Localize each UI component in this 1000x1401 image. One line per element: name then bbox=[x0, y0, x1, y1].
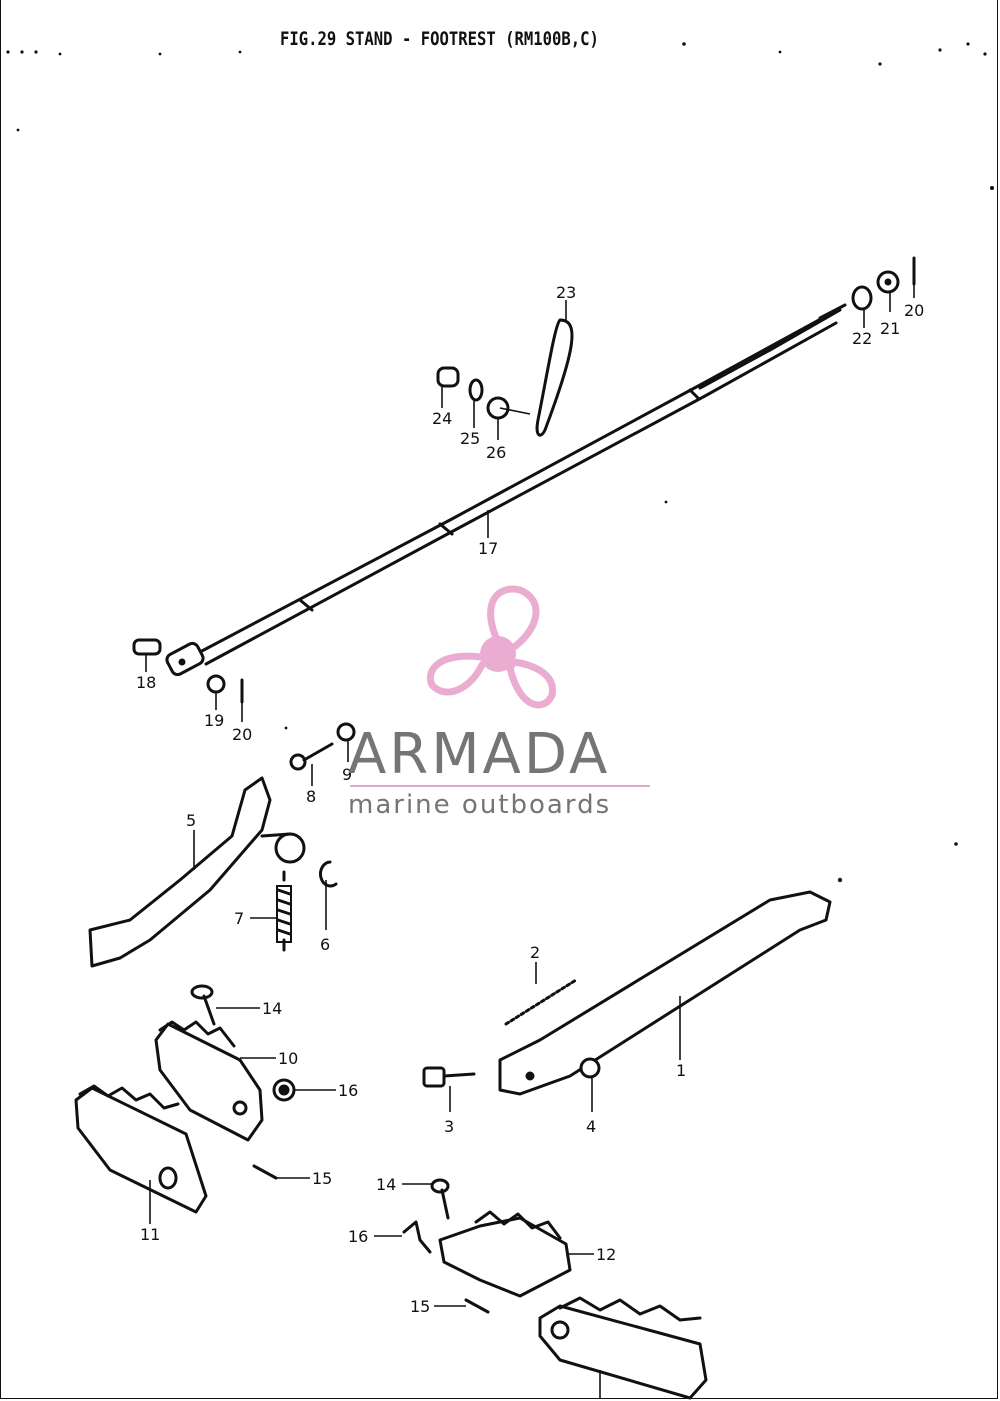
callout-22: 22 bbox=[852, 329, 872, 348]
part-5-brake-pedal bbox=[88, 776, 306, 968]
callout-10: 10 bbox=[278, 1049, 298, 1068]
part-8-bolt bbox=[289, 742, 334, 771]
callout-20-upper: 20 bbox=[904, 301, 924, 320]
part-26-nut bbox=[486, 396, 510, 420]
callout-labels: 23 24 25 26 17 22 21 20 18 19 20 8 9 5 7… bbox=[136, 283, 924, 1316]
part-11-footrest bbox=[74, 1084, 208, 1214]
callout-5: 5 bbox=[186, 811, 196, 830]
callout-19: 19 bbox=[204, 711, 224, 730]
callout-3: 3 bbox=[444, 1117, 454, 1136]
leader-lines bbox=[145, 284, 915, 1398]
part-4-nut bbox=[579, 1057, 601, 1079]
callout-1: 1 bbox=[676, 1061, 686, 1080]
callout-12: 12 bbox=[596, 1245, 616, 1264]
part-7-spring bbox=[276, 870, 292, 952]
part-21-nut bbox=[876, 270, 900, 294]
part-23-clamp bbox=[535, 318, 574, 437]
part-17-cable bbox=[198, 303, 847, 666]
callout-23: 23 bbox=[556, 283, 576, 302]
part-15-cotter-left bbox=[252, 1164, 278, 1180]
callout-16-right: 16 bbox=[348, 1227, 368, 1246]
part-3-bolt bbox=[422, 1066, 476, 1088]
callout-11: 11 bbox=[140, 1225, 160, 1244]
watermark-brand: ARMADA bbox=[348, 722, 611, 787]
callout-6: 6 bbox=[320, 935, 330, 954]
part-16-spring-left bbox=[272, 1078, 296, 1102]
callout-14-left: 14 bbox=[262, 999, 282, 1018]
callout-14-right: 14 bbox=[376, 1175, 396, 1194]
part-22-washer bbox=[851, 285, 873, 311]
part-24-bolt bbox=[436, 366, 460, 388]
callout-2: 2 bbox=[530, 943, 540, 962]
callout-24: 24 bbox=[432, 409, 452, 428]
callout-15-left: 15 bbox=[312, 1169, 332, 1188]
part-13-footrest bbox=[538, 1296, 708, 1400]
callout-21: 21 bbox=[880, 319, 900, 338]
callout-18: 18 bbox=[136, 673, 156, 692]
part-14-pin-right bbox=[430, 1178, 450, 1220]
callout-25: 25 bbox=[460, 429, 480, 448]
figure-title: FIG.29 STAND - FOOTREST (RM100B,C) bbox=[280, 28, 599, 50]
callout-7: 7 bbox=[234, 909, 244, 928]
part-18-pin bbox=[132, 638, 162, 656]
part-10-footrest-bracket bbox=[154, 1020, 264, 1142]
watermark-tagline: marine outboards bbox=[348, 790, 612, 820]
callout-16-left: 16 bbox=[338, 1081, 358, 1100]
part-9-nut bbox=[336, 722, 356, 742]
callout-20-lower: 20 bbox=[232, 725, 252, 744]
part-17-clevis bbox=[165, 641, 205, 677]
part-16-spring-right bbox=[402, 1220, 432, 1254]
part-12-footrest-bracket bbox=[438, 1210, 572, 1298]
callout-17: 17 bbox=[478, 539, 498, 558]
callout-15-right: 15 bbox=[410, 1297, 430, 1316]
part-19-washer bbox=[206, 674, 226, 694]
callout-9: 9 bbox=[342, 765, 352, 784]
scan-specks bbox=[6, 42, 994, 883]
part-14-pin-left bbox=[190, 984, 216, 1026]
callout-26: 26 bbox=[486, 443, 506, 462]
watermark-underline bbox=[350, 785, 650, 787]
callout-8: 8 bbox=[306, 787, 316, 806]
part-6-circlip bbox=[319, 860, 338, 888]
callout-4: 4 bbox=[586, 1117, 596, 1136]
part-15-cotter-right bbox=[464, 1298, 490, 1314]
propeller-icon bbox=[427, 585, 556, 709]
part-2-spring bbox=[504, 978, 578, 1026]
part-25-washer bbox=[468, 378, 484, 402]
part-1-side-stand bbox=[498, 890, 832, 1096]
